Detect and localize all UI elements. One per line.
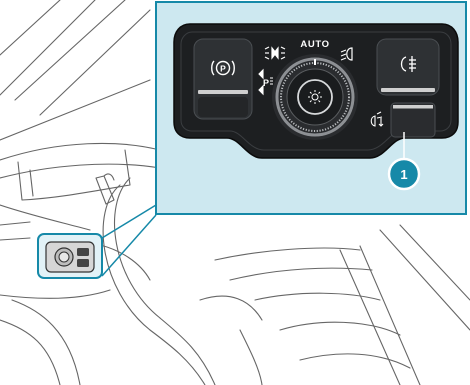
headlight-range-control[interactable] — [391, 103, 435, 137]
leader-line-bottom — [102, 215, 156, 276]
callout-marker: 1 — [389, 159, 419, 189]
auto-label: AUTO — [300, 39, 329, 50]
rear-fog-light-button[interactable] — [377, 39, 439, 95]
parking-lights-glyph: P — [263, 78, 269, 88]
parking-brake-button[interactable] — [194, 39, 252, 119]
switch-location-marker — [38, 234, 102, 278]
callout-number: 1 — [400, 167, 407, 182]
rotary-light-switch[interactable] — [272, 54, 358, 140]
parking-brake-glyph: P — [220, 64, 226, 74]
leader-line-top — [102, 205, 156, 238]
